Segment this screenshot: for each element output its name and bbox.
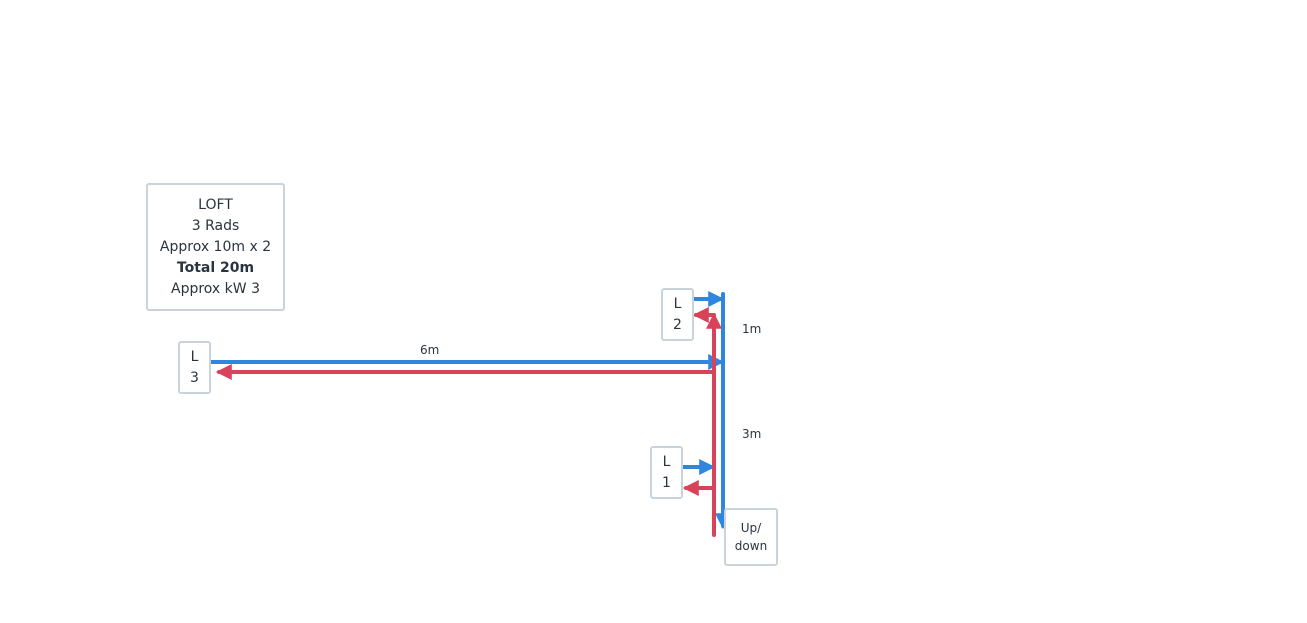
info-approx-kw: Approx kW 3	[171, 280, 260, 297]
radiator-l3-letter: L	[190, 348, 199, 365]
riser-label-1: Up/	[740, 521, 762, 535]
info-total-length: Total 20m	[176, 259, 255, 276]
radiator-l1-letter: L	[662, 453, 671, 470]
dimension-label-6m: 6m	[420, 343, 440, 357]
radiator-l2-letter: L	[673, 295, 682, 312]
radiator-l2-box: L 2	[661, 288, 694, 341]
riser-label-2: down	[734, 539, 768, 553]
radiator-l3-number: 3	[190, 369, 199, 386]
flow-pipes	[209, 291, 731, 530]
loft-info-box: LOFT 3 Rads Approx 10m x 2 Total 20m App…	[146, 183, 285, 311]
return-pipes	[215, 307, 722, 537]
radiator-l1-box: L 1	[650, 446, 683, 499]
dimension-label-3m: 3m	[742, 427, 762, 441]
info-rad-count: 3 Rads	[191, 217, 240, 234]
radiator-l3-box: L 3	[178, 341, 211, 394]
dimension-label-1m: 1m	[742, 322, 762, 336]
radiator-l2-number: 2	[673, 316, 682, 333]
riser-box: Up/ down	[724, 508, 778, 566]
info-approx-length: Approx 10m x 2	[159, 238, 272, 255]
info-title: LOFT	[198, 196, 233, 213]
radiator-l1-number: 1	[662, 474, 671, 491]
